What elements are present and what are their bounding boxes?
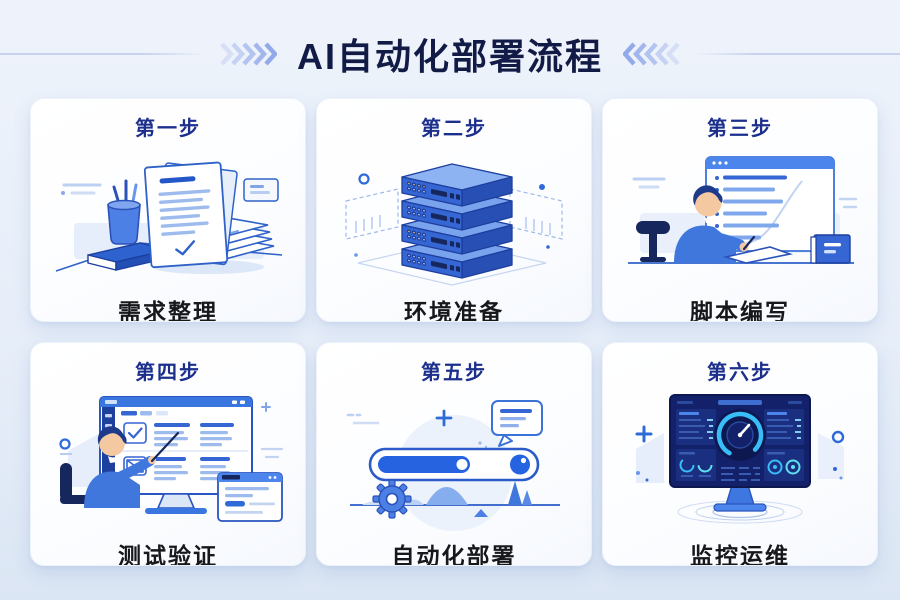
step-card-6: 第六步 (602, 342, 878, 566)
header-line-left (0, 53, 205, 55)
documents-desk-illustration (48, 143, 288, 289)
step-number: 第二步 (421, 118, 487, 140)
header-line-right (695, 53, 900, 55)
step-number: 第四步 (135, 362, 201, 384)
step-card-3: 第三步 (602, 98, 878, 322)
chevrons-right-icon (220, 42, 277, 66)
step-card-5: 第五步 (316, 342, 592, 566)
chevrons-left-icon (623, 42, 680, 66)
server-stack-illustration (334, 143, 574, 289)
step-number: 第三步 (707, 118, 773, 140)
steps-grid: 第一步 (30, 98, 878, 566)
page-title: AI自动化部署流程 (297, 36, 604, 77)
step-number: 第五步 (421, 362, 487, 384)
monitoring-dashboard-illustration (620, 387, 860, 533)
step-caption: 环境准备 (404, 299, 504, 322)
step-caption: 监控运维 (690, 543, 790, 566)
step-card-2: 第二步 (316, 98, 592, 322)
step-card-4: 第四步 (30, 342, 306, 566)
step-number: 第一步 (135, 118, 201, 140)
step-caption: 脚本编写 (690, 299, 790, 322)
progress-gear-illustration (334, 387, 574, 533)
step-card-1: 第一步 (30, 98, 306, 322)
tester-monitor-illustration (48, 387, 288, 533)
step-caption: 自动化部署 (391, 543, 517, 566)
step-caption: 测试验证 (118, 543, 218, 566)
header: AI自动化部署流程 (0, 28, 900, 80)
step-number: 第六步 (707, 362, 773, 384)
step-caption: 需求整理 (118, 299, 218, 322)
developer-writing-illustration (620, 143, 860, 289)
